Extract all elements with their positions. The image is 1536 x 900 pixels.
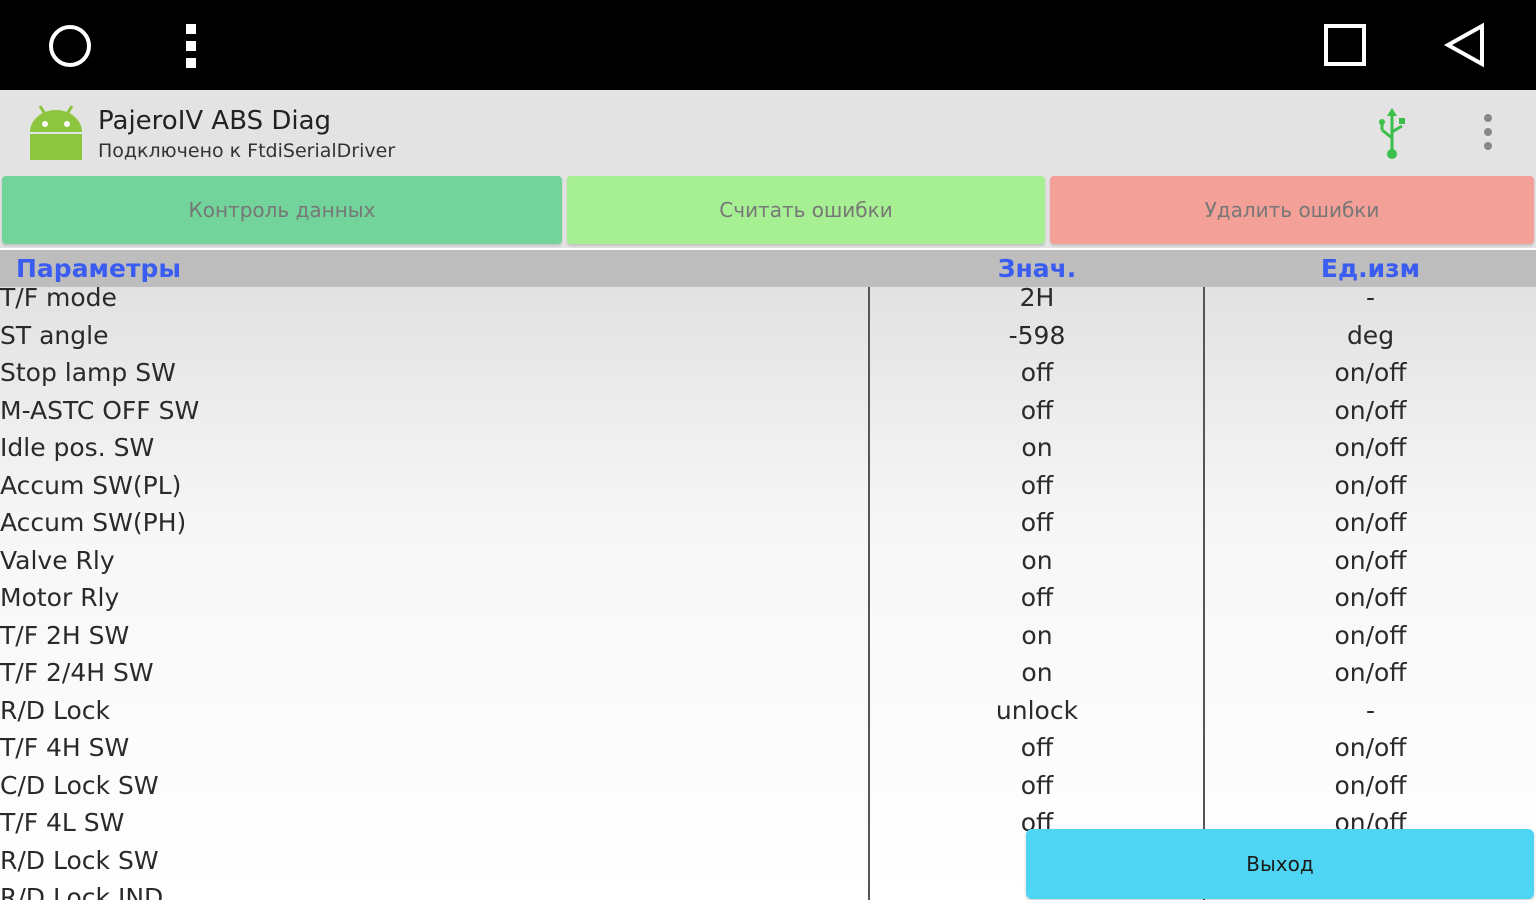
param-name-cell: T/F 4L SW	[0, 808, 125, 837]
param-name-cell: R/D Lock	[0, 695, 110, 725]
param-value-cell: off	[1020, 733, 1054, 762]
square-icon[interactable]	[1320, 20, 1370, 70]
system-bar	[0, 0, 1536, 90]
param-value-cell: off	[1020, 358, 1054, 387]
param-name-cell: R/D Lock IND	[0, 883, 164, 900]
param-name-cell: Stop lamp SW	[0, 358, 176, 387]
param-unit-cell: on/off	[1334, 583, 1407, 612]
param-value-cell: off	[1020, 395, 1054, 425]
param-unit-cell: -	[1365, 695, 1376, 725]
param-name-cell: Accum SW(PL)	[0, 470, 182, 500]
android-icon	[30, 105, 82, 160]
table-row: R/D Lock IND	[0, 879, 1536, 900]
read-errors-button[interactable]: Считать ошибки	[567, 176, 1045, 244]
table-row: T/F mode 2H -	[0, 287, 1536, 317]
param-value-cell: on	[1021, 545, 1053, 575]
param-value-cell: off	[1020, 508, 1054, 537]
back-triangle-icon[interactable]	[1440, 20, 1490, 70]
param-name-cell: Accum SW(PH)	[0, 508, 187, 537]
param-unit-cell: on/off	[1334, 508, 1407, 537]
table-row: C/D Lock SW off on/off	[0, 767, 1536, 805]
param-unit-cell: on/off	[1334, 620, 1407, 650]
table-row: Accum SW(PL) off on/off	[0, 467, 1536, 505]
table-row: Accum SW(PH) off on/off	[0, 504, 1536, 542]
param-unit-cell: on/off	[1334, 470, 1407, 500]
data-monitor-button[interactable]: Контроль данных	[2, 176, 562, 244]
param-value-cell: off	[1020, 583, 1054, 612]
connection-status: Подключено к FtdiSerialDriver	[98, 140, 396, 162]
param-name-cell: T/F 2/4H SW	[0, 658, 154, 687]
table-row: Idle pos. SW on on/off	[0, 429, 1536, 467]
app-title: PajeroIV ABS Diag	[98, 106, 332, 136]
param-unit-cell: on/off	[1334, 358, 1407, 387]
param-name-cell: T/F 4H SW	[0, 733, 130, 762]
param-value-cell: off	[1020, 770, 1054, 800]
app-bar	[0, 90, 1536, 172]
clear-errors-button[interactable]: Удалить ошибки	[1050, 176, 1534, 244]
table-row: Stop lamp SW off on/off	[0, 354, 1536, 392]
param-value-cell: 2H	[1019, 287, 1055, 312]
param-unit-cell: on/off	[1334, 395, 1407, 425]
column-header-unit: Ед.изм	[1320, 254, 1421, 283]
table-row: Motor Rly off on/off	[0, 579, 1536, 617]
param-name-cell: Idle pos. SW	[0, 433, 155, 462]
param-unit-cell: on/off	[1334, 658, 1407, 687]
param-unit-cell: on/off	[1334, 545, 1407, 575]
menu-dots-icon[interactable]	[180, 20, 202, 72]
param-value-cell: off	[1020, 470, 1054, 500]
param-name-cell: T/F 2H SW	[0, 620, 130, 650]
param-name-cell: Valve Rly	[0, 545, 115, 575]
column-divider	[1203, 287, 1205, 900]
table-row: T/F 2/4H SW on on/off	[0, 654, 1536, 692]
table-row: R/D Lock SW	[0, 842, 1536, 880]
param-name-cell: M-ASTC OFF SW	[0, 395, 200, 425]
column-header-value: Знач.	[997, 254, 1077, 283]
table-row: Valve Rly on on/off	[0, 542, 1536, 580]
usb-icon[interactable]	[1376, 108, 1408, 160]
table-row: T/F 4H SW off on/off	[0, 729, 1536, 767]
param-value-cell: unlock	[995, 695, 1079, 725]
param-value-cell: on	[1021, 620, 1053, 650]
param-unit-cell: on/off	[1334, 433, 1407, 462]
table-row: ST angle -598 deg	[0, 317, 1536, 355]
column-header-param: Параметры	[16, 254, 181, 283]
column-divider	[868, 287, 870, 900]
param-unit-cell: -	[1365, 287, 1376, 312]
table-row: T/F 2H SW on on/off	[0, 617, 1536, 655]
param-unit-cell: deg	[1346, 320, 1395, 350]
table-row: M-ASTC OFF SW off on/off	[0, 392, 1536, 430]
param-name-cell: T/F mode	[0, 287, 117, 312]
param-name-cell: Motor Rly	[0, 583, 120, 612]
circle-icon[interactable]	[46, 22, 94, 70]
table-row: R/D Lock unlock -	[0, 692, 1536, 730]
param-name-cell: C/D Lock SW	[0, 770, 159, 800]
table-header	[0, 250, 1536, 287]
param-name-cell: R/D Lock SW	[0, 845, 159, 875]
param-unit-cell: on/off	[1334, 770, 1407, 800]
param-value-cell: -598	[1008, 320, 1066, 350]
param-unit-cell: on/off	[1334, 733, 1407, 762]
overflow-menu-icon[interactable]	[1478, 112, 1498, 152]
param-value-cell: on	[1021, 433, 1053, 462]
param-value-cell: on	[1021, 658, 1053, 687]
exit-button[interactable]: Выход	[1026, 829, 1534, 899]
param-name-cell: ST angle	[0, 320, 109, 350]
